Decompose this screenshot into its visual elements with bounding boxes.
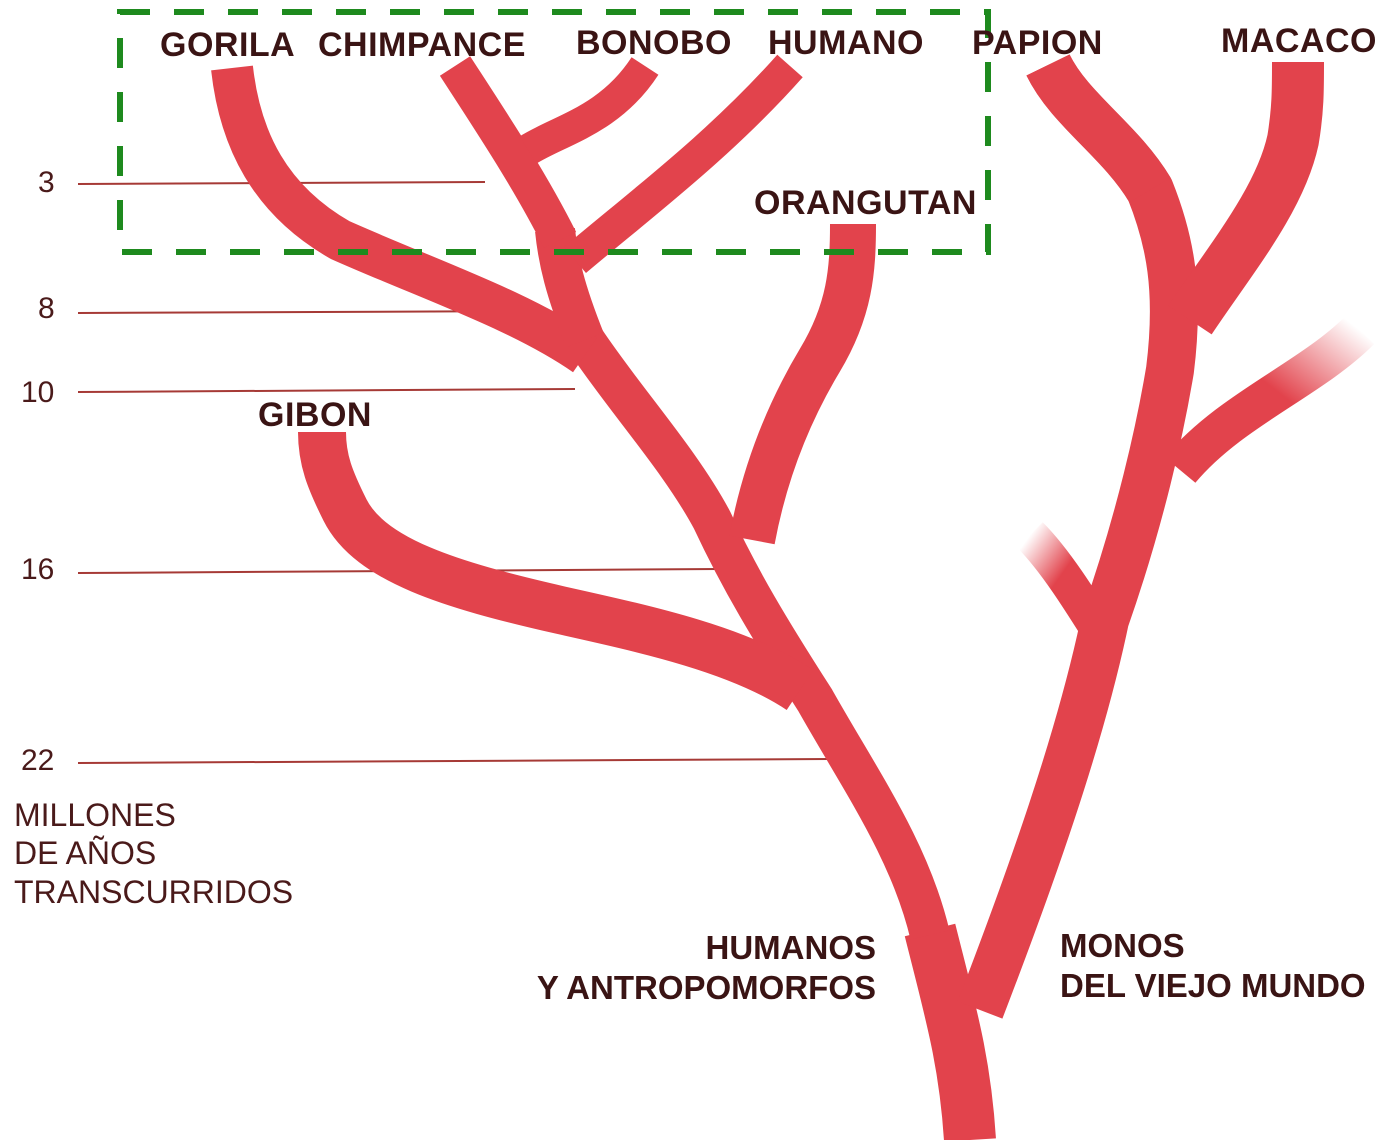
branch-orangutan [752, 224, 853, 540]
label-gorila: GORILA [160, 28, 295, 62]
tick-label-8: 8 [38, 294, 55, 324]
label-humanos-line1: HUMANOS [537, 928, 876, 968]
tick-line-10 [78, 389, 575, 392]
label-humanos-antropomorfos: HUMANOS Y ANTROPOMORFOS [537, 928, 876, 1007]
tick-line-22 [78, 759, 830, 763]
label-gibon: GIBON [258, 398, 372, 432]
label-humano: HUMANO [768, 26, 924, 60]
label-orangutan: ORANGUTAN [754, 186, 977, 220]
branch-papion [1048, 65, 1150, 190]
label-monos-viejo-mundo: MONOS DEL VIEJO MUNDO [1060, 926, 1366, 1005]
branch-monkeys-main [980, 65, 1174, 1010]
label-papion: PAPION [972, 26, 1103, 60]
tick-label-3: 3 [38, 168, 55, 198]
label-bonobo: BONOBO [576, 26, 732, 60]
axis-title-line3: TRANSCURRIDOS [14, 873, 293, 911]
label-monos-line2: DEL VIEJO MUNDO [1060, 966, 1366, 1006]
label-macaco: MACACO [1221, 24, 1377, 58]
label-chimpance: CHIMPANCE [318, 28, 526, 62]
axis-title-line1: MILLONES [14, 796, 293, 834]
label-monos-line1: MONOS [1060, 926, 1366, 966]
branch-trunk [930, 930, 970, 1140]
tick-label-16: 16 [21, 555, 54, 585]
label-humanos-line2: Y ANTROPOMORFOS [537, 968, 876, 1008]
tick-label-10: 10 [21, 378, 54, 408]
time-axis-title: MILLONES DE AÑOS TRANSCURRIDOS [14, 796, 293, 911]
axis-title-line2: DE AÑOS [14, 834, 293, 872]
branch-bonobo [528, 66, 645, 150]
branch-stub-right [1180, 330, 1360, 470]
tick-label-22: 22 [21, 746, 54, 776]
branch-macaco [1190, 62, 1298, 320]
